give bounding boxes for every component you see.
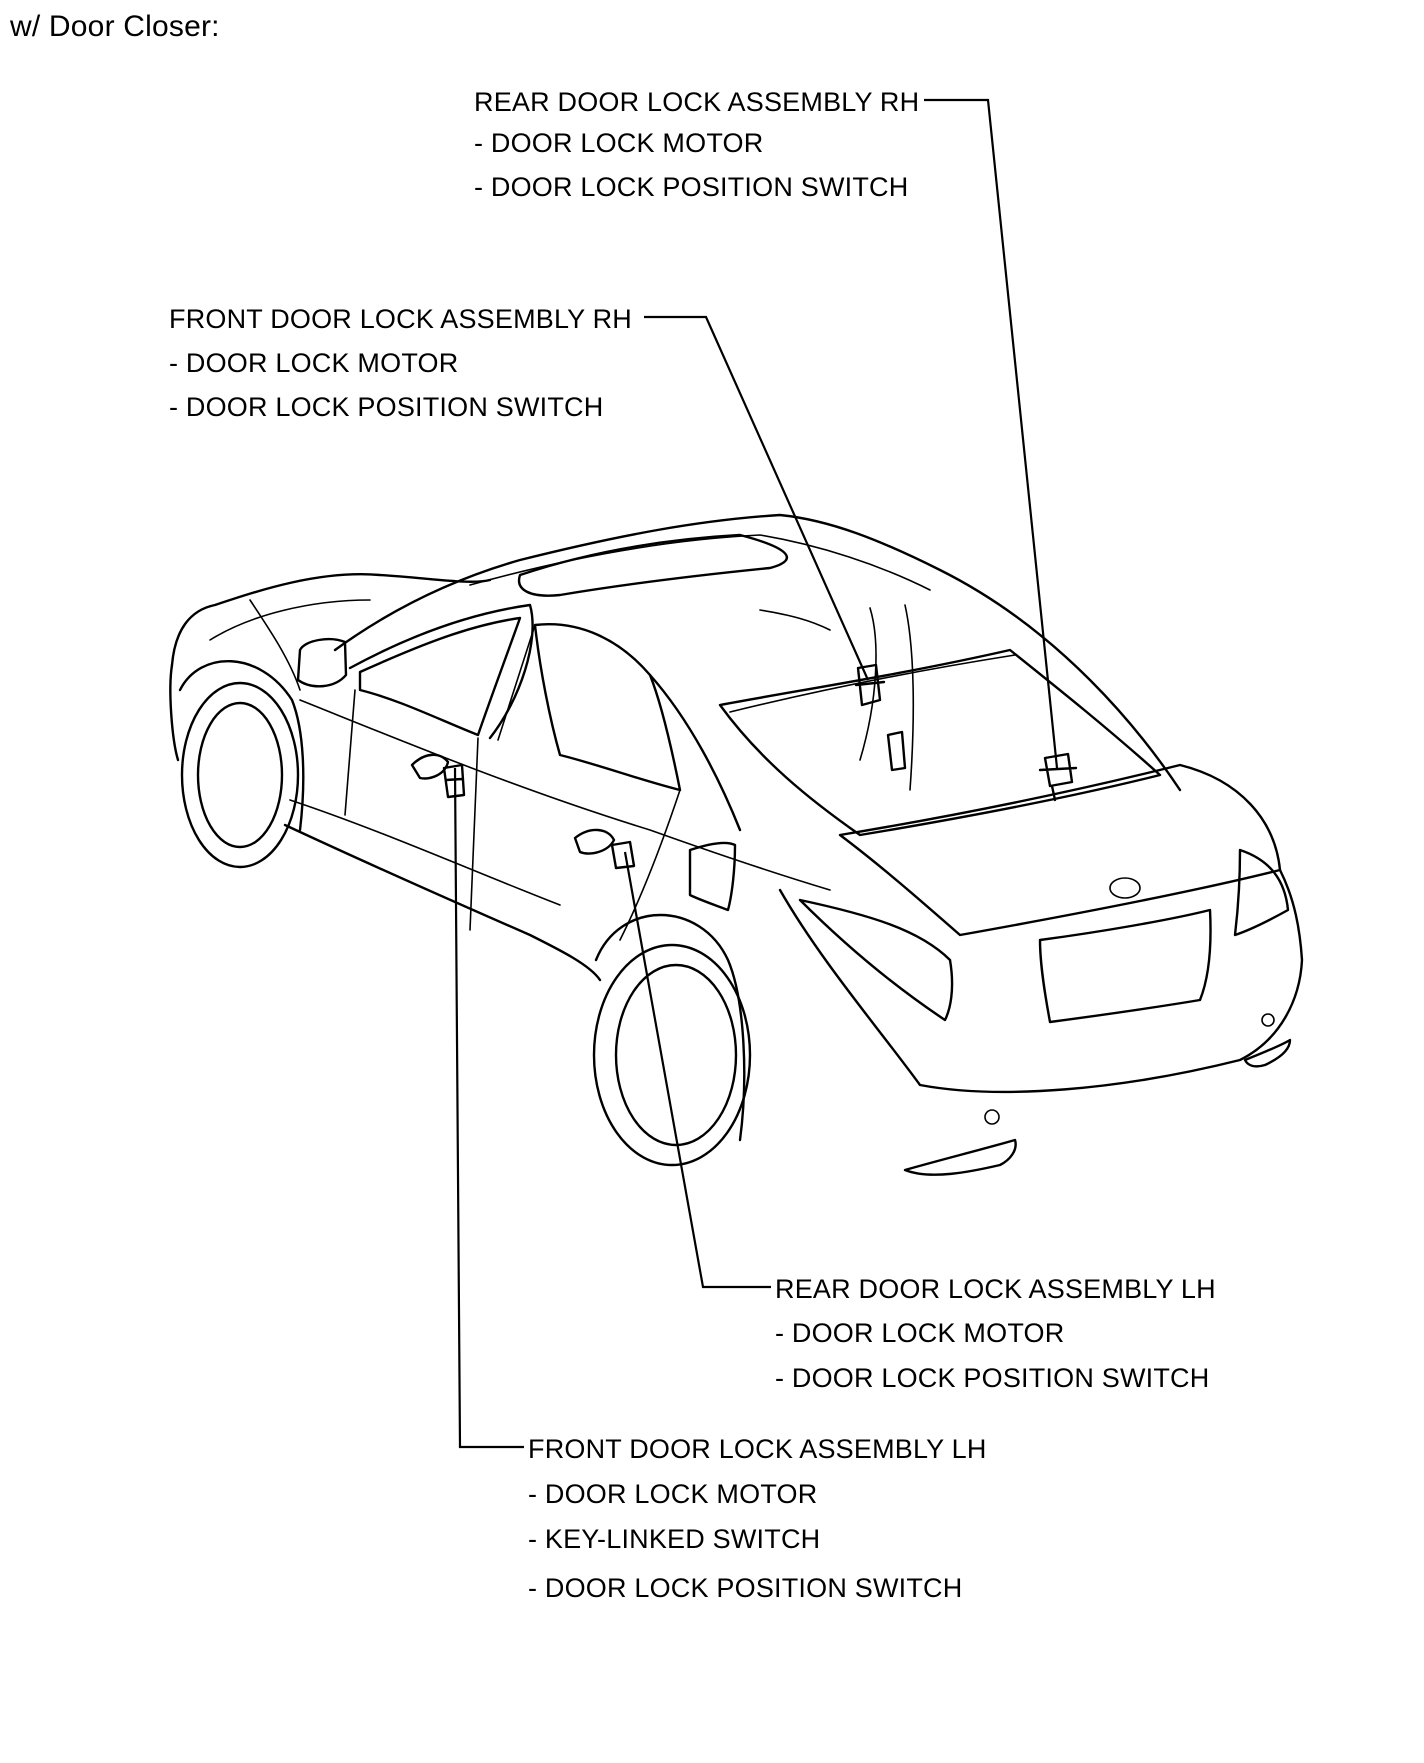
leader-front-lh bbox=[453, 767, 524, 1449]
license-plate bbox=[1038, 908, 1212, 1024]
rear-parcel-shelf bbox=[729, 654, 1016, 713]
rocker-panel bbox=[283, 823, 602, 982]
front-wheel-arch bbox=[178, 659, 305, 832]
rear-door-window bbox=[533, 623, 682, 792]
front-lh-title: FRONT DOOR LOCK ASSEMBLY LH bbox=[528, 1434, 987, 1464]
front-rh-item-1: - DOOR LOCK MOTOR bbox=[169, 348, 459, 378]
front-lh-item-2: - KEY-LINKED SWITCH bbox=[528, 1524, 821, 1554]
front-door-handle bbox=[410, 753, 450, 780]
door-seam-front bbox=[344, 689, 356, 816]
door-seam-middle bbox=[469, 737, 479, 931]
front-lh-lock-marker bbox=[442, 763, 466, 799]
trunk-lid bbox=[838, 763, 1282, 937]
front-bumper bbox=[169, 663, 180, 762]
rear-wheel-inner bbox=[614, 963, 738, 1147]
front-lh-item-3: - DOOR LOCK POSITION SWITCH bbox=[528, 1573, 963, 1603]
rear-rh-item-2: - DOOR LOCK POSITION SWITCH bbox=[474, 172, 909, 202]
taillight-left bbox=[798, 898, 954, 1022]
rear-rh-title: REAR DOOR LOCK ASSEMBLY RH bbox=[474, 87, 920, 117]
rear-door-handle bbox=[573, 828, 616, 855]
rear-wheel-outer bbox=[592, 943, 752, 1167]
exhaust-tip-left bbox=[903, 1138, 1017, 1176]
interior-seatback bbox=[859, 604, 915, 791]
front-door-window bbox=[358, 616, 522, 737]
rear-wheel-arch bbox=[594, 914, 746, 1142]
rear-lh-item-1: - DOOR LOCK MOTOR bbox=[775, 1318, 1065, 1348]
b-pillar bbox=[477, 617, 536, 741]
leader-rear-lh bbox=[623, 851, 771, 1289]
rear-lh-lock-marker bbox=[610, 840, 636, 870]
rear-deck-opening bbox=[886, 730, 907, 772]
trunk-emblem bbox=[1109, 877, 1141, 899]
front-wheel-inner bbox=[196, 701, 284, 849]
rear-bumper bbox=[778, 868, 1304, 1094]
roof-outline bbox=[333, 513, 1182, 792]
rear-lh-title: REAR DOOR LOCK ASSEMBLY LH bbox=[775, 1274, 1216, 1304]
hood-crease bbox=[209, 599, 371, 641]
fender-line bbox=[249, 599, 301, 691]
taillight-right bbox=[1233, 848, 1290, 937]
leader-rear-rh bbox=[924, 98, 1059, 769]
hood bbox=[170, 573, 492, 667]
fuel-door bbox=[688, 841, 737, 912]
front-wheel-outer bbox=[180, 681, 300, 869]
leader-lines bbox=[453, 98, 1059, 1449]
reflector-left bbox=[984, 1109, 1000, 1125]
rear-rh-lock-marker bbox=[1038, 752, 1078, 802]
c-pillar bbox=[648, 673, 742, 832]
lock-assemblies bbox=[442, 663, 1078, 870]
exhaust-tip-right bbox=[1243, 1038, 1292, 1068]
diagram-heading: w/ Door Closer: bbox=[10, 10, 220, 43]
roof-rail bbox=[469, 534, 931, 591]
lower-side-line bbox=[289, 799, 561, 906]
rear-window bbox=[718, 648, 1162, 837]
front-lh-item-1: - DOOR LOCK MOTOR bbox=[528, 1479, 818, 1509]
rear-lh-item-2: - DOOR LOCK POSITION SWITCH bbox=[775, 1363, 1210, 1393]
front-rh-title: FRONT DOOR LOCK ASSEMBLY RH bbox=[169, 304, 633, 334]
front-rh-lock-marker bbox=[854, 663, 886, 707]
windshield-pillar bbox=[348, 603, 534, 740]
car-body bbox=[169, 513, 1304, 1176]
body-side-line bbox=[299, 699, 831, 891]
rear-rh-item-1: - DOOR LOCK MOTOR bbox=[474, 128, 764, 158]
front-rh-item-2: - DOOR LOCK POSITION SWITCH bbox=[169, 392, 604, 422]
reflector-right bbox=[1261, 1013, 1275, 1027]
door-seam-rear bbox=[619, 789, 681, 941]
leader-front-rh bbox=[644, 315, 870, 681]
sunroof bbox=[517, 533, 788, 597]
interior-headrest bbox=[759, 609, 831, 631]
